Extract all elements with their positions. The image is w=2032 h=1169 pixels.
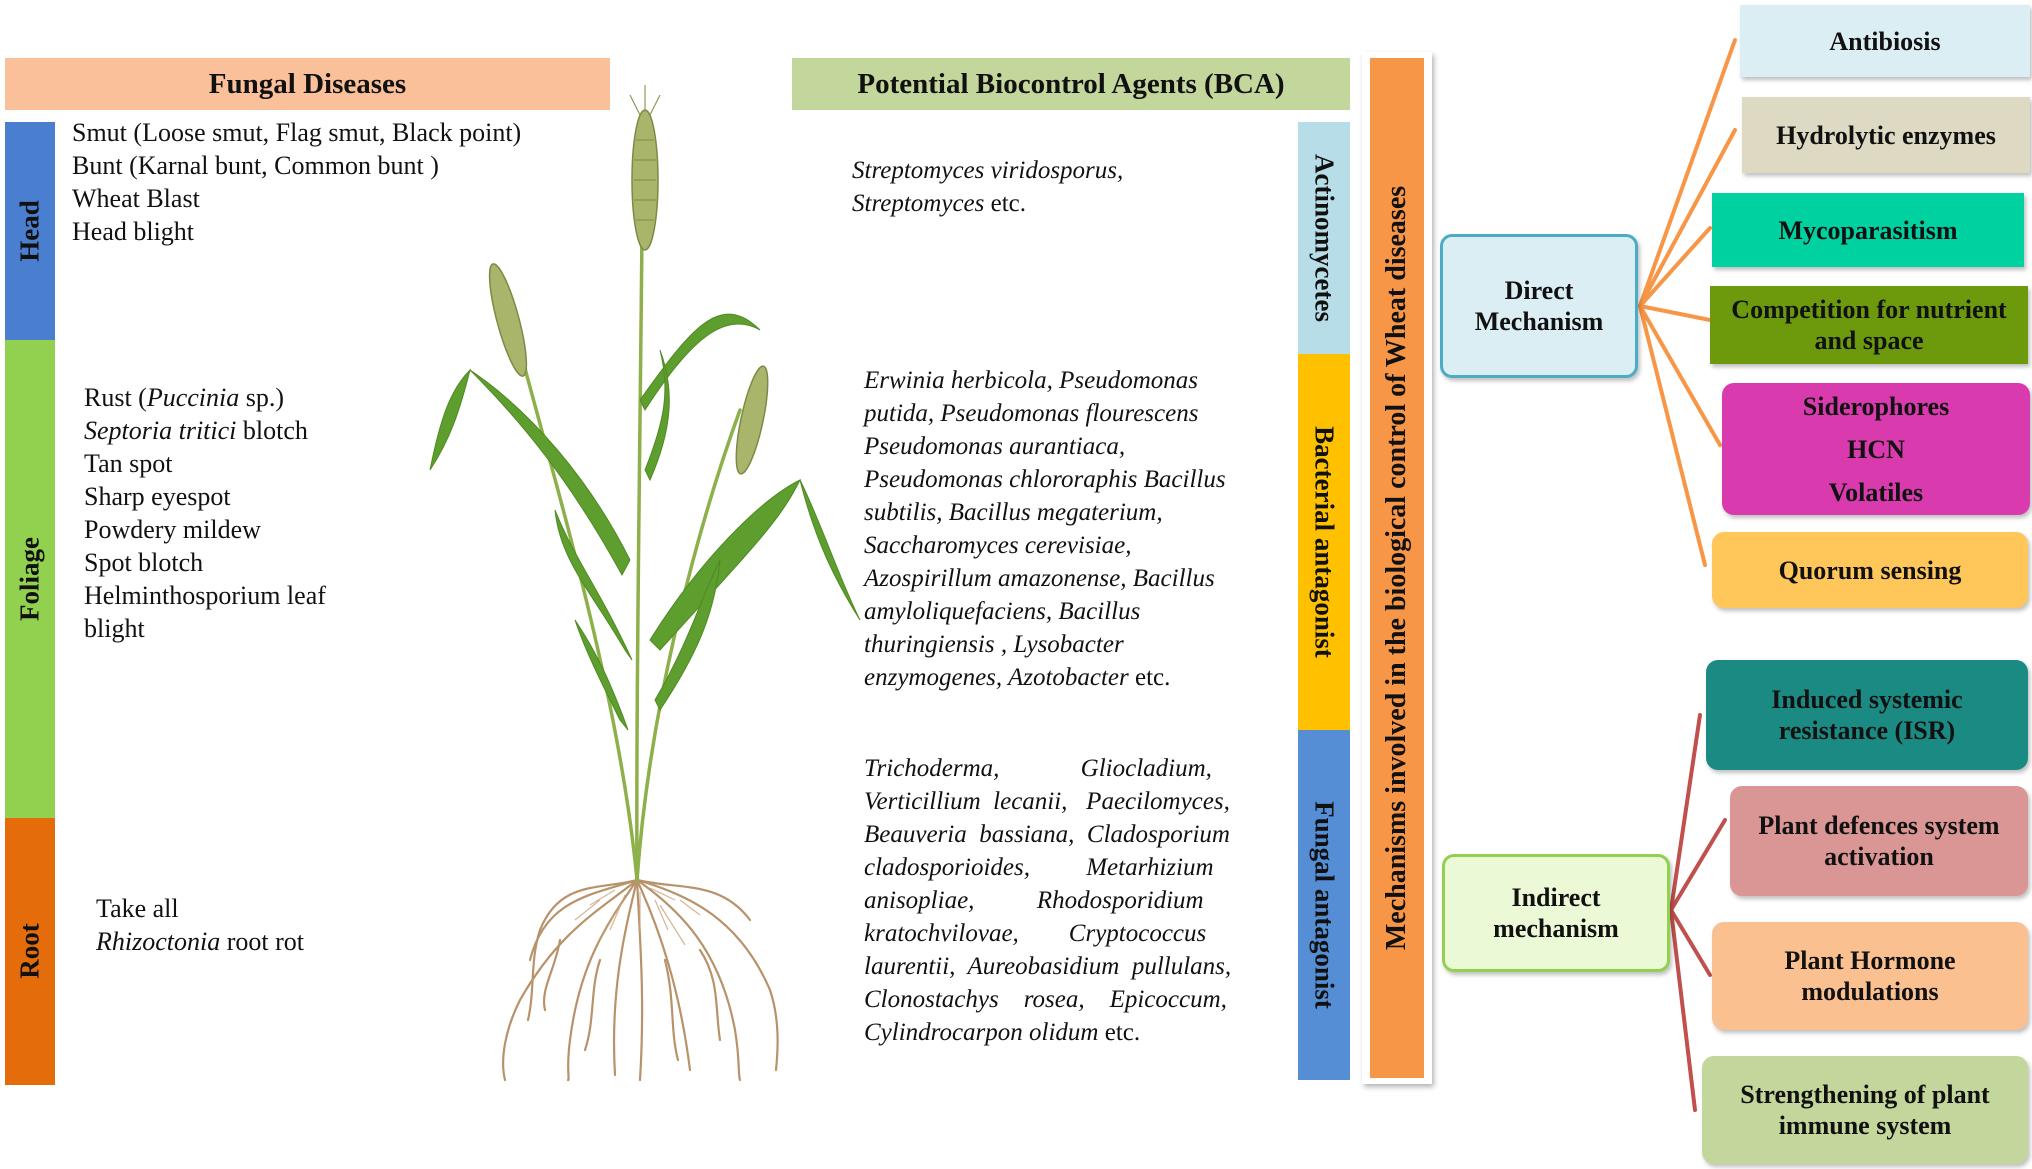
fungal-agents: Trichoderma, Gliocladium, Verticillium l… (864, 752, 1266, 1049)
mechanisms-title: Mechanisms involved in the biological co… (1381, 185, 1412, 951)
mechanisms-bar (1370, 58, 1424, 1078)
actinomycetes-label: Actinomycetes (1309, 154, 1340, 322)
disease-septoria: Septoria tritici blotch (84, 416, 308, 445)
agent-row-last: enzymogenes, Azotobacter etc. (864, 664, 1171, 691)
plant-hormone-box: Plant Hormone modulations (1712, 922, 2028, 1030)
agent-row: subtilis, Bacillus megaterium, (864, 499, 1163, 526)
wheat-leaves (429, 313, 861, 731)
agent-streptomyces-viridosporus: Streptomyces viridosporus, (852, 157, 1124, 184)
agent-streptomyces: Streptomyces etc. (852, 190, 1027, 217)
bca-title: Potential Biocontrol Agents (BCA) (857, 67, 1285, 100)
fungal-label: Fungal antagonist (1309, 801, 1340, 1009)
bacterial-agents: Erwinia herbicola, Pseudomonas putida, P… (864, 364, 1226, 694)
disease-head-blight: Head blight (72, 217, 195, 246)
bacterial-label: Bacterial antagonist (1309, 426, 1340, 658)
disease-rust: Rust (Puccinia sp.) (84, 383, 285, 412)
foliage-label: Foliage (14, 537, 45, 621)
hydrolytic-enzymes-box: Hydrolytic enzymes (1742, 97, 2030, 173)
agent-row: Azospirillum amazonense, Bacillus (864, 565, 1215, 592)
agent-row: thuringiensis , Lysobacter (864, 631, 1124, 658)
foliage-disease-list: Rust (Puccinia sp.) Septoria tritici blo… (84, 381, 326, 645)
disease-take-all: Take all (96, 894, 179, 923)
agent-row: Clonostachys rosea, Epicoccum, (864, 986, 1227, 1013)
agent-row: Beauveria bassiana, Cladosporium (864, 821, 1230, 848)
actinomycetes-agents: Streptomyces viridosporus, Streptomyces … (852, 154, 1123, 220)
fungal-diseases-header: Fungal Diseases (5, 58, 610, 110)
agent-row: cladosporioides, Metarhizium (864, 854, 1214, 881)
isr-box: Induced systemic resistance (ISR) (1706, 660, 2028, 770)
agent-row: Saccharomyces cerevisiae, (864, 532, 1132, 559)
indirect-connectors (1669, 713, 1727, 1112)
foliage-bar (5, 340, 55, 818)
root-bar (5, 818, 55, 1085)
head-disease-list: Smut (Loose smut, Flag smut, Black point… (72, 116, 521, 248)
wheat-ears (488, 85, 769, 475)
immune-system-box: Strengthening of plant immune system (1702, 1056, 2028, 1164)
fungal-bar (1298, 730, 1350, 1080)
agent-row: laurentii, Aureobasidium pullulans, (864, 953, 1232, 980)
root-disease-list: Take all Rhizoctonia root rot (96, 892, 304, 958)
wheat-plant-illustration (429, 85, 861, 1082)
plant-defences-box: Plant defences system activation (1730, 786, 2028, 896)
disease-helminthosporium-cont: blight (84, 614, 145, 643)
agent-row: Trichoderma, Gliocladium, (864, 755, 1212, 782)
disease-spot-blotch: Spot blotch (84, 548, 204, 577)
antibiosis-box: Antibiosis (1740, 5, 2030, 77)
mycoparasitism-box: Mycoparasitism (1712, 193, 2024, 267)
disease-bunt: Bunt (Karnal bunt, Common bunt ) (72, 151, 439, 180)
disease-tan-spot: Tan spot (84, 449, 173, 478)
bca-header: Potential Biocontrol Agents (BCA) (792, 58, 1350, 110)
agent-row: amyloliquefaciens, Bacillus (864, 598, 1141, 625)
disease-wheat-blast: Wheat Blast (72, 184, 200, 213)
agent-row: Erwinia herbicola, Pseudomonas (864, 367, 1199, 394)
fungal-diseases-title: Fungal Diseases (208, 67, 407, 100)
direct-mechanism-box: Direct Mechanism (1440, 234, 1638, 378)
direct-connectors (1638, 38, 1737, 567)
indirect-mechanism-box: Indirect mechanism (1442, 854, 1670, 972)
siderophores-box: Siderophores HCN Volatiles (1722, 383, 2030, 515)
disease-smut: Smut (Loose smut, Flag smut, Black point… (72, 118, 522, 147)
head-bar (5, 122, 55, 340)
competition-box: Competition for nutrient and space (1710, 286, 2028, 364)
agent-row: Pseudomonas chlororaphis Bacillus (864, 466, 1226, 493)
disease-sharp-eyespot: Sharp eyespot (84, 482, 231, 511)
agent-row: Verticillium lecanii, Paecilomyces, (864, 788, 1230, 815)
agent-row: putida, Pseudomonas flourescens (864, 400, 1199, 427)
head-label: Head (14, 200, 45, 262)
agent-row: kratochvilovae, Cryptococcus (864, 920, 1207, 947)
agent-row-last: Cylindrocarpon olidum etc. (864, 1019, 1141, 1046)
agent-row: Pseudomonas aurantiaca, (864, 433, 1126, 460)
actinomycetes-bar (1298, 122, 1350, 354)
disease-rhizoctonia: Rhizoctonia root rot (96, 927, 304, 956)
quorum-sensing-box: Quorum sensing (1712, 532, 2028, 608)
disease-helminthosporium: Helminthosporium leaf (84, 581, 326, 610)
disease-powdery-mildew: Powdery mildew (84, 515, 261, 544)
wheat-root-hairs (574, 887, 701, 946)
root-label: Root (14, 923, 45, 979)
agent-row: anisopliae, Rhodosporidium (864, 887, 1204, 914)
bacterial-bar (1298, 354, 1350, 730)
